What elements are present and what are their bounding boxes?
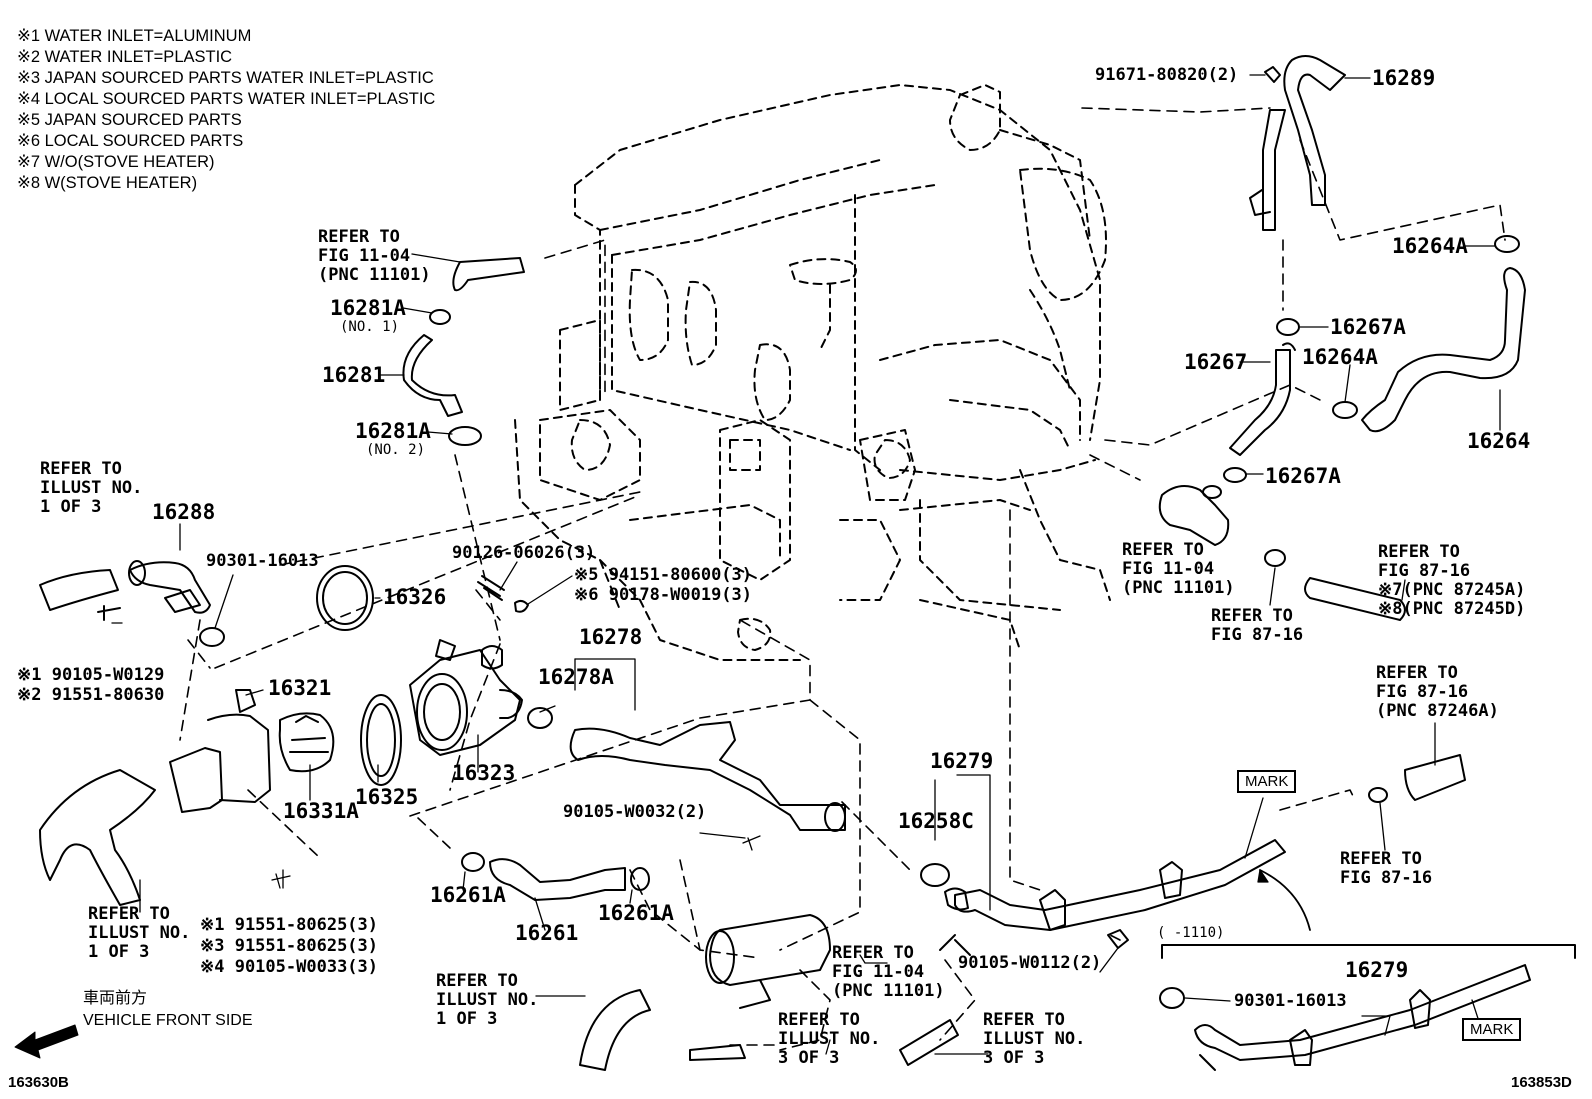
part-label[interactable]: 16279 (930, 749, 994, 773)
part-label[interactable]: 16331A (283, 799, 359, 823)
refer-to-fig-87-16[interactable]: REFER TO FIG 87-16 ※7(PNC 87245A) ※8(PNC… (1378, 542, 1526, 619)
water-inlet-assembly (97, 560, 553, 813)
note-1: ※1 WATER INLET=ALUMINUM (17, 27, 252, 45)
part-label[interactable]: 16281 (322, 363, 386, 387)
part-label[interactable]: 16278A (538, 665, 614, 689)
refer-to-fig-87-16[interactable]: REFER TO FIG 87-16 (1340, 849, 1433, 888)
part-label[interactable]: 90105-W0032(2) (563, 802, 707, 822)
part-label[interactable]: 90105-W0112(2) (958, 953, 1102, 973)
part-label[interactable]: 16321 (268, 676, 332, 700)
part-label[interactable]: ※2 91551-80630 (17, 685, 165, 705)
part-label[interactable]: 16258C (898, 809, 974, 833)
part-label[interactable]: 90301-16013 (1234, 991, 1347, 1011)
part-label[interactable]: ※3 91551-80625(3) (200, 936, 379, 956)
refer-to-fig-11-04[interactable]: REFER TO FIG 11-04 (PNC 11101) (1122, 540, 1235, 598)
refer-to-illust[interactable]: REFER TO ILLUST NO. 3 OF 3 (983, 1010, 1086, 1068)
part-label[interactable]: 16261 (515, 921, 579, 945)
part-label[interactable]: 16325 (355, 785, 419, 809)
refer-to-fig-11-04[interactable]: REFER TO FIG 11-04 (PNC 11101) (832, 943, 945, 1001)
part-label-sub: (NO. 2) (366, 442, 426, 458)
note-2: ※2 WATER INLET=PLASTIC (17, 48, 233, 66)
part-label[interactable]: 90301-16013 (206, 551, 319, 571)
part-label[interactable]: 16264 (1467, 429, 1531, 453)
part-label[interactable]: 16326 (383, 585, 447, 609)
illustration-code-left: 163630B (8, 1074, 69, 1091)
hoses-and-pipes (39, 55, 1531, 1071)
part-label[interactable]: 16289 (1372, 66, 1436, 90)
part-label[interactable]: 16267A (1330, 315, 1406, 339)
notes-legend: ※1 WATER INLET=ALUMINUM ※2 WATER INLET=P… (17, 26, 435, 194)
part-label[interactable]: 16323 (452, 761, 516, 785)
part-label[interactable]: 90126-06026(3) (452, 543, 596, 563)
part-label[interactable]: ※4 90105-W0033(3) (200, 957, 379, 977)
refer-to-illust[interactable]: REFER TO ILLUST NO. 1 OF 3 (436, 971, 539, 1029)
mark-label: MARK (1462, 1018, 1522, 1041)
part-label[interactable]: ※1 91551-80625(3) (200, 915, 379, 935)
part-label[interactable]: 16278 (579, 625, 643, 649)
leader-lines (111, 74, 1576, 1055)
note-7: ※7 W/O(STOVE HEATER) (17, 153, 215, 171)
part-label[interactable]: ※5 94151-80600(3) (574, 565, 753, 585)
part-label[interactable]: 16264A (1302, 345, 1378, 369)
illustration-code-right: 163853D (1511, 1074, 1572, 1091)
vehicle-front-jp: 車両前方 (83, 990, 148, 1007)
part-label[interactable]: 16267 (1184, 350, 1248, 374)
part-label[interactable]: 16264A (1392, 234, 1468, 258)
refer-to-illust[interactable]: REFER TO ILLUST NO. 3 OF 3 (778, 1010, 881, 1068)
part-label[interactable]: 16288 (152, 500, 216, 524)
refer-to-fig-11-04[interactable]: REFER TO FIG 11-04 (PNC 11101) (318, 227, 431, 285)
part-label[interactable]: 91671-80820(2) (1095, 65, 1239, 85)
part-label[interactable]: 16281A (355, 419, 431, 443)
note-5: ※5 JAPAN SOURCED PARTS (17, 111, 242, 129)
note-8: ※8 W(STOVE HEATER) (17, 174, 198, 192)
note-3: ※3 JAPAN SOURCED PARTS WATER INLET=PLAST… (17, 69, 434, 87)
vehicle-front-en: VEHICLE FRONT SIDE (83, 1012, 253, 1029)
refer-to-fig-87-16[interactable]: REFER TO FIG 87-16 (PNC 87246A) (1376, 663, 1499, 721)
refer-to-illust[interactable]: REFER TO ILLUST NO. 1 OF 3 (40, 459, 143, 517)
part-label[interactable]: 16261A (598, 901, 674, 925)
part-label[interactable]: 16281A (330, 296, 406, 320)
part-label[interactable]: 16261A (430, 883, 506, 907)
part-label[interactable]: ※1 90105-W0129 (17, 665, 165, 685)
part-label[interactable]: 16267A (1265, 464, 1341, 488)
note-4: ※4 LOCAL SOURCED PARTS WATER INLET=PLAST… (17, 90, 436, 108)
part-label[interactable]: ※6 90178-W0019(3) (574, 585, 753, 605)
refer-to-fig-87-16[interactable]: REFER TO FIG 87-16 (1211, 606, 1304, 645)
reference-dashed-lines (179, 107, 1506, 1051)
part-label-sub: (NO. 1) (340, 319, 400, 335)
date-range: ( -1110) (1157, 925, 1225, 941)
vehicle-front-arrow (14, 1024, 79, 1059)
note-6: ※6 LOCAL SOURCED PARTS (17, 132, 244, 150)
part-label[interactable]: 16279 (1345, 958, 1409, 982)
mark-label: MARK (1237, 770, 1297, 793)
refer-to-illust[interactable]: REFER TO ILLUST NO. 1 OF 3 (88, 904, 191, 962)
